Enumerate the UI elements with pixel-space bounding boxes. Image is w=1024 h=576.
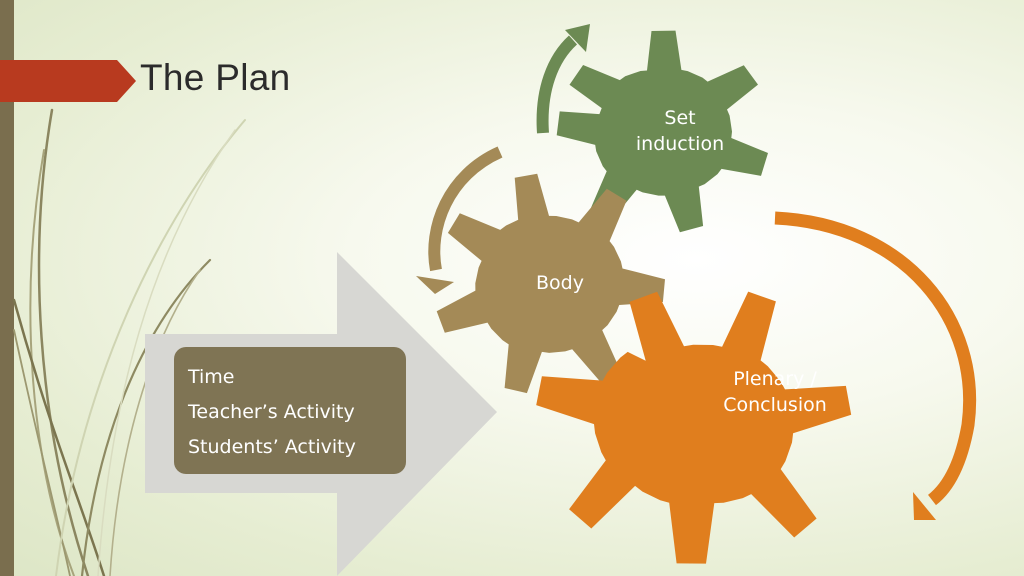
slide-title: The Plan [140, 57, 291, 98]
gear-body-shape [436, 173, 665, 394]
gear-set-induction-shape [556, 30, 768, 233]
arrow-green-head [565, 24, 590, 52]
info-item-time: Time [188, 366, 235, 388]
gear-label-set-induction: Set induction [635, 107, 725, 155]
gear-label-body: Body [536, 272, 584, 294]
info-item-students-activity: Students’ Activity [188, 436, 356, 458]
cycle-arrows [416, 24, 976, 520]
arrow-tan-curve [428, 146, 503, 272]
info-box: Time Teacher’s Activity Students’ Activi… [174, 347, 406, 474]
grass-decoration [12, 108, 246, 576]
arrow-orange-head [913, 492, 936, 520]
gear-plenary-shape [536, 291, 852, 564]
arrow-orange-curve [774, 211, 976, 506]
arrow-green-curve [536, 35, 578, 134]
gears [436, 30, 852, 564]
title-flag [0, 60, 136, 102]
left-accent-bar [0, 0, 14, 576]
arrow-tan-head [416, 276, 454, 294]
info-item-teachers-activity: Teacher’s Activity [188, 401, 355, 423]
gear-label-plenary: Plenary / Conclusion [723, 368, 827, 416]
